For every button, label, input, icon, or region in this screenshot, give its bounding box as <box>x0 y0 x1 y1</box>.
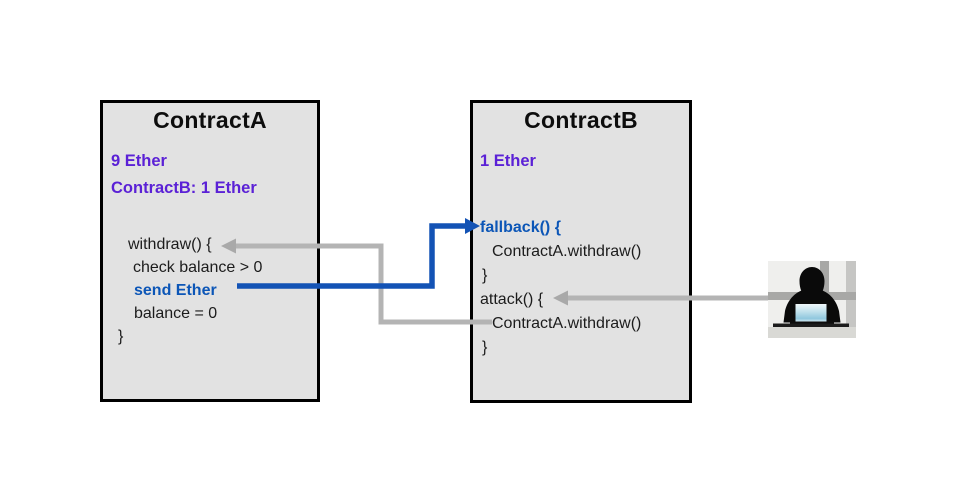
laptop-base <box>790 321 834 325</box>
code-line-attack-call-withdraw: ContractA.withdraw() <box>492 315 642 332</box>
contract-a-balance-contractb: ContractB: 1 Ether <box>111 179 257 197</box>
contract-a-code: withdraw() { check balance > 0 send Ethe… <box>118 233 262 349</box>
desk-front <box>768 327 856 338</box>
code-line-withdraw-close: } <box>118 328 124 346</box>
contract-a-balances: 9 Ether ContractB: 1 Ether <box>111 148 257 202</box>
contract-a-title: ContractA <box>153 107 267 133</box>
code-line-balance-zero: balance = 0 <box>134 305 218 323</box>
contract-b-balance-self: 1 Ether <box>480 152 536 170</box>
contract-b-box: ContractB 1 Ether fallback() { ContractA… <box>470 100 692 403</box>
contract-b-code: fallback() { ContractA.withdraw() } atta… <box>480 216 641 360</box>
code-line-fallback-open: fallback() { <box>480 219 561 236</box>
contract-b-balances: 1 Ether <box>480 148 536 175</box>
code-line-attack-open: attack() { <box>480 291 544 308</box>
contract-a-balance-self: 9 Ether <box>111 152 167 170</box>
code-line-check-balance: check balance > 0 <box>133 258 263 276</box>
code-line-send-ether: send Ether <box>134 281 217 299</box>
code-line-attack-close: } <box>482 339 488 356</box>
hacker-image <box>768 261 856 338</box>
desk-edge <box>773 323 849 327</box>
code-line-fallback-call-withdraw: ContractA.withdraw() <box>492 243 642 260</box>
contract-a-box: ContractA 9 Ether ContractB: 1 Ether wit… <box>100 100 320 402</box>
code-line-fallback-close: } <box>482 267 488 284</box>
laptop-screen <box>793 302 829 324</box>
code-line-withdraw-open: withdraw() { <box>128 235 212 253</box>
contract-b-title: ContractB <box>524 107 638 133</box>
